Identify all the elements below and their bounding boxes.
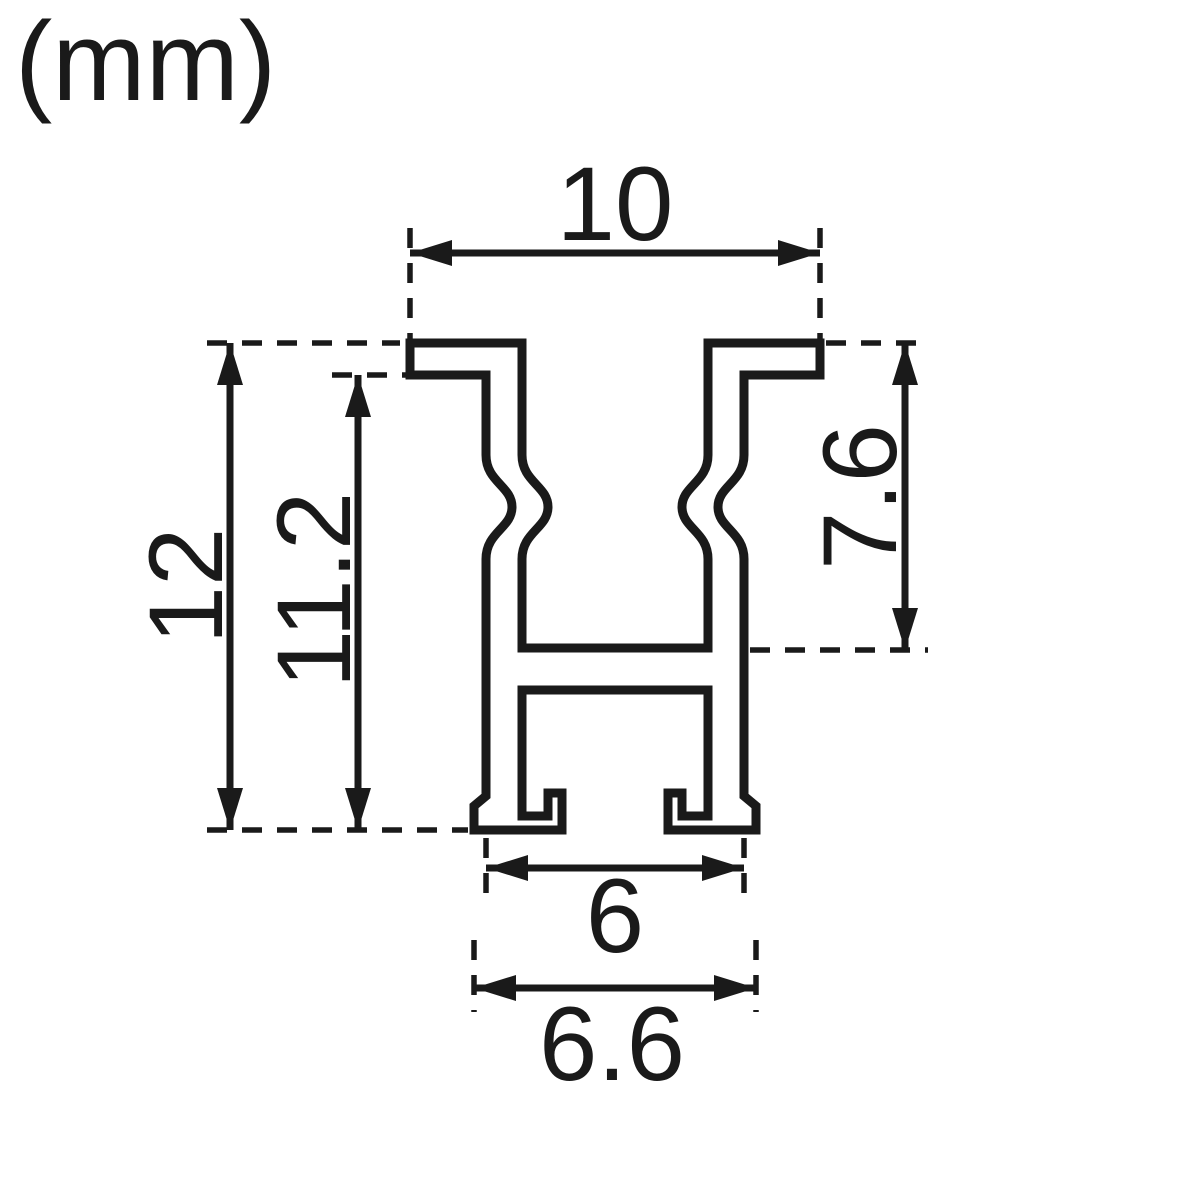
arrowhead-right	[714, 975, 756, 1001]
arrowhead-right	[702, 855, 744, 881]
arrowhead-left	[474, 975, 516, 1001]
dim-top-width-label: 10	[557, 146, 674, 263]
profile-cross-section	[405, 338, 825, 835]
dim-overall-height-label: 12	[128, 528, 245, 645]
dim-flange-depth: 7.6	[750, 340, 928, 653]
arrowhead-top	[892, 343, 918, 385]
arrowhead-left	[486, 855, 528, 881]
profile-outline	[405, 338, 825, 835]
arrowhead-right	[778, 240, 820, 266]
unit-label: (mm)	[15, 0, 276, 124]
dim-bottom-width: 6	[483, 838, 747, 975]
dim-top-width: 10	[407, 146, 823, 362]
dim-bottom-width-label: 6	[586, 858, 644, 975]
dim-flange-depth-label: 7.6	[802, 424, 919, 570]
arrowhead-top	[217, 343, 243, 385]
arrowhead-bottom	[217, 788, 243, 830]
dim-inner-height-label: 11.2	[256, 492, 373, 689]
dim-overall-height: 12	[128, 340, 468, 833]
dim-inner-height: 11.2	[256, 372, 482, 830]
arrowhead-bottom	[892, 608, 918, 650]
dim-bottom-overall-width-label: 6.6	[539, 986, 685, 1103]
arrowhead-left	[410, 240, 452, 266]
dim-bottom-overall-width: 6.6	[471, 940, 759, 1103]
arrowhead-bottom	[345, 788, 371, 830]
arrowhead-top	[345, 375, 371, 417]
